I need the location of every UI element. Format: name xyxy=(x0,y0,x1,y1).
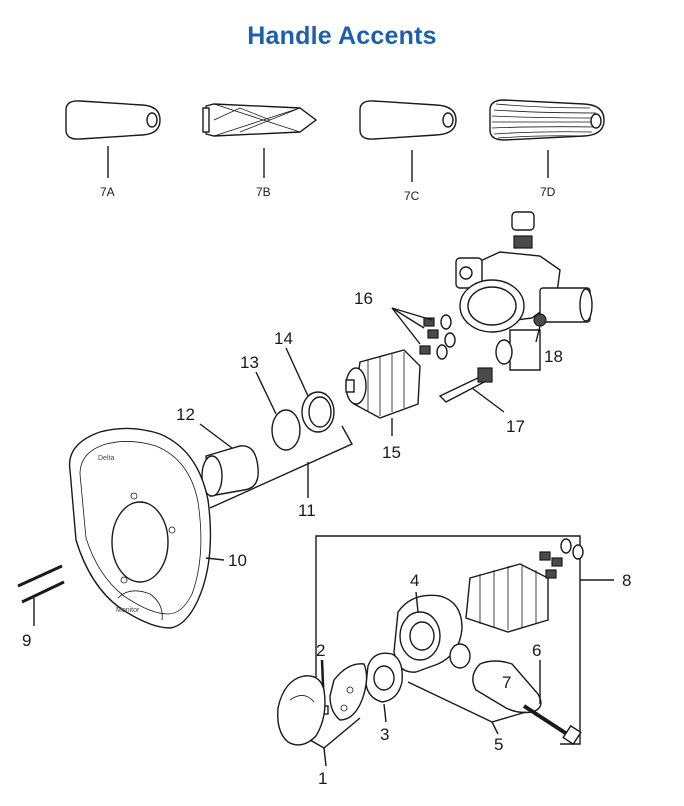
valve-body xyxy=(455,211,593,371)
handle-7a xyxy=(65,100,161,178)
label-6: 6 xyxy=(532,641,541,660)
label-10: 10 xyxy=(228,551,247,570)
label-7a: 7A xyxy=(100,185,115,199)
label-2: 2 xyxy=(316,641,325,660)
label-18: 18 xyxy=(544,347,563,366)
label-5: 5 xyxy=(494,735,503,754)
label-3: 3 xyxy=(380,725,389,744)
escutcheon-plate-10 xyxy=(68,427,225,629)
handle-7d xyxy=(489,99,605,178)
label-17: 17 xyxy=(506,417,525,436)
label-13: 13 xyxy=(240,353,259,372)
housing-4 xyxy=(393,591,463,673)
oring-13 xyxy=(271,409,301,451)
label-7: 7 xyxy=(502,673,511,692)
escutcheon-brand: Delta xyxy=(98,455,114,462)
spacer xyxy=(449,643,471,669)
cap-1 xyxy=(277,675,361,767)
label-12: 12 xyxy=(176,405,195,424)
sleeve-12 xyxy=(201,445,259,497)
handle-7c xyxy=(359,100,457,182)
stem-17 xyxy=(438,367,505,413)
label-7d: 7D xyxy=(540,185,556,199)
label-4: 4 xyxy=(410,571,419,590)
label-11: 11 xyxy=(298,501,316,520)
bracket-11 xyxy=(209,425,353,509)
label-7b: 7B xyxy=(256,185,271,199)
label-16: 16 xyxy=(354,289,373,308)
label-15: 15 xyxy=(382,443,401,462)
escutcheon-marking: Monitor xyxy=(116,607,140,614)
label-9: 9 xyxy=(22,631,31,650)
label-7c: 7C xyxy=(404,189,420,203)
handle-7b xyxy=(202,103,318,178)
label-1: 1 xyxy=(318,769,327,788)
label-14: 14 xyxy=(274,329,293,348)
diagram-title: Handle Accents xyxy=(247,22,437,50)
springs-seats-16 xyxy=(391,307,456,360)
adapter-3 xyxy=(365,652,403,723)
screws-9 xyxy=(17,564,65,626)
plate-2 xyxy=(319,659,368,721)
label-8: 8 xyxy=(622,571,631,590)
cartridge-kit-8 xyxy=(465,538,584,633)
ring-14 xyxy=(301,391,335,433)
screw-6 xyxy=(522,660,582,746)
cartridge-15 xyxy=(345,349,421,419)
